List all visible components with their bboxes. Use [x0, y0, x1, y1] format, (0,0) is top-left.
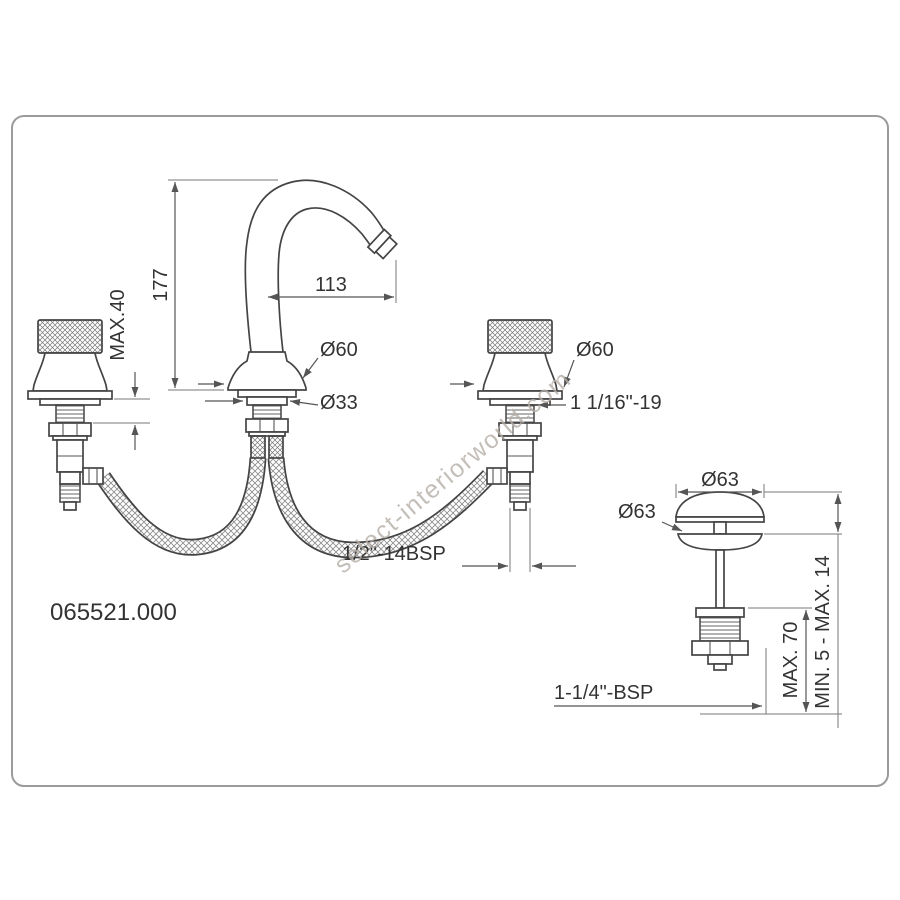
left-valve-washer: [39, 398, 101, 406]
right-valve-tailpiece: [509, 483, 531, 503]
left-valve-shank: [55, 404, 85, 424]
spout-mounting-nut: [245, 418, 289, 433]
label-waste-thread: 1-1/4"-BSP: [554, 682, 653, 704]
watermark-text: select-interiorworld.com: [329, 365, 577, 579]
spout-aerator: [366, 228, 398, 260]
label-valve-trim-dia: Ø60: [576, 339, 614, 361]
label-spout-shank-dia: Ø33: [320, 392, 358, 414]
label-hose-thread: 1/2"-14BSP: [342, 543, 446, 565]
part-number: 065521.000: [50, 599, 177, 626]
right-valve: [477, 319, 563, 511]
waste-body-flange: [695, 607, 745, 618]
left-valve: [27, 319, 113, 511]
spout-hose-tail-left: [250, 435, 266, 459]
left-valve-flange: [27, 390, 113, 400]
dim-deck-max-label: MAX.40: [107, 289, 129, 360]
drawing-frame: [11, 115, 889, 787]
spout-outer-curve: [244, 179, 387, 353]
spout-hose-tail-right: [268, 435, 284, 459]
spout-shank: [252, 404, 282, 420]
spout-inner-curve: [277, 207, 373, 353]
spout-washer: [248, 431, 286, 437]
left-valve-outlet: [82, 467, 104, 485]
dim-spout-height-label: 177: [150, 268, 172, 301]
waste-stem: [715, 549, 725, 609]
label-waste-flange-dia: Ø63: [618, 501, 656, 523]
dimension-lines: [93, 179, 842, 728]
left-valve-tailpiece: [59, 483, 81, 503]
right-valve-handle: [487, 319, 553, 354]
waste-threaded-body: [699, 616, 741, 642]
dim-waste-deck-range-label: MIN. 5 - MAX. 14: [812, 555, 834, 708]
left-valve-skirt: [31, 352, 109, 392]
spout-assembly: [227, 179, 398, 459]
right-valve-outlet: [486, 467, 508, 485]
spout-base-plate: [237, 389, 297, 398]
waste-cap-stem: [713, 521, 727, 535]
waste-tail: [707, 654, 733, 665]
dim-waste-height-label: MAX. 70: [780, 622, 802, 699]
label-waste-cap-dia: Ø63: [701, 469, 739, 491]
label-spout-base-dia: Ø60: [320, 339, 358, 361]
label-valve-thread: 1 1/16"-19: [570, 392, 662, 414]
waste-hex-nut: [691, 640, 749, 656]
waste-flange-dish: [676, 533, 764, 551]
flexible-hose-left: [95, 457, 267, 556]
spout-flange: [246, 396, 288, 406]
pop-up-waste: [675, 491, 765, 671]
spout-escutcheon: [227, 351, 307, 391]
waste-cap: [675, 491, 765, 518]
dim-spout-reach-label: 113: [315, 274, 347, 296]
left-valve-handle: [37, 319, 103, 354]
flexible-hose-right: [267, 457, 496, 559]
left-valve-nut: [48, 422, 92, 437]
